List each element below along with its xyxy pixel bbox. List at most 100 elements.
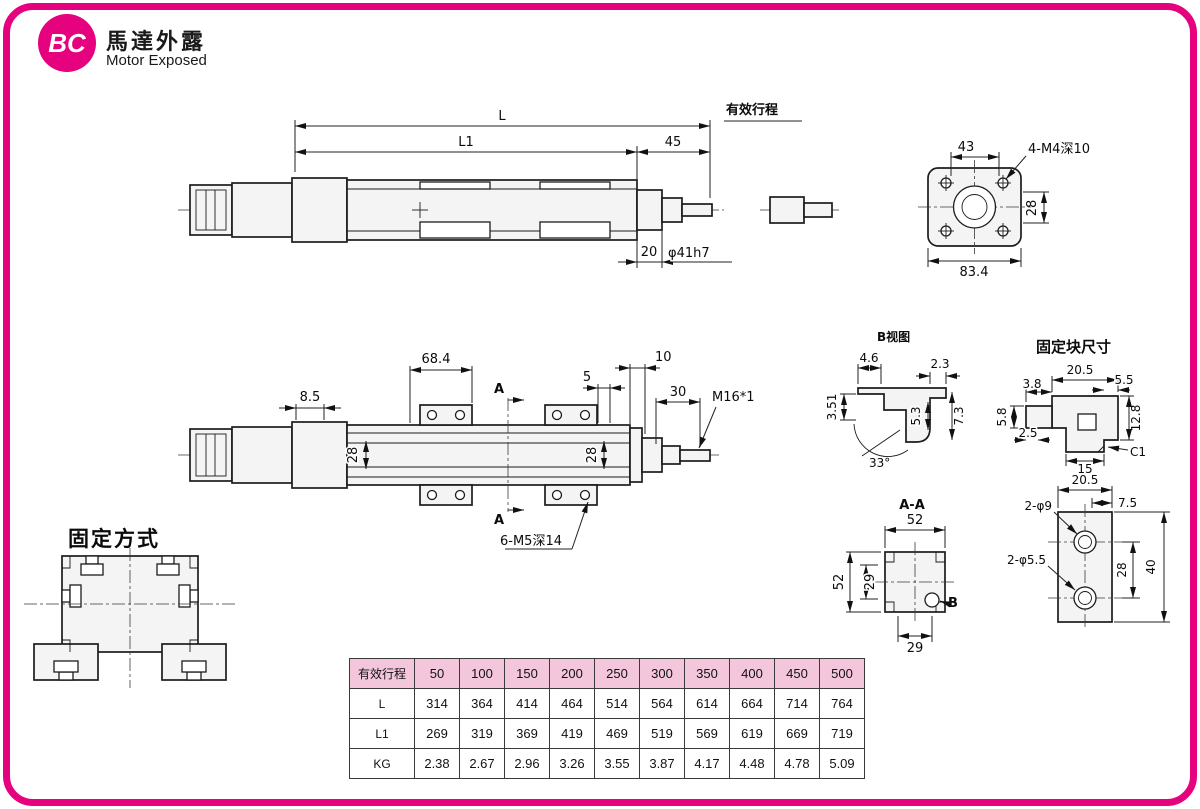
spec-cell: 2.67 [459, 748, 505, 779]
spec-cell: 464 [549, 688, 595, 719]
rail-body-top [346, 424, 631, 486]
spec-cell: 314 [414, 688, 460, 719]
title-chinese: 馬達外露 [106, 29, 207, 54]
spec-cell: 4.48 [729, 748, 775, 779]
spec-cell: 269 [414, 718, 460, 749]
fixing-block-title: 固定块尺寸 [1036, 338, 1111, 356]
dim-L1: L1 [458, 135, 474, 150]
label-c1: C1 [1130, 445, 1146, 459]
spec-cell: 4.17 [684, 748, 730, 779]
pilot-bore [952, 185, 997, 229]
stroke-label: 有效行程 [726, 102, 778, 118]
spec-cell: 614 [684, 688, 730, 719]
spec-cell: 619 [729, 718, 775, 749]
dim-83-4: 83.4 [960, 265, 989, 280]
spec-cell: 519 [639, 718, 685, 749]
spec-cell: 2.96 [504, 748, 550, 779]
section-aa-view: A-A B 52 52 29 29 [832, 498, 958, 656]
label-2-phi9: 2-φ9 [1024, 499, 1052, 513]
dim-5-3: 5.3 [909, 406, 923, 425]
spec-row-KG: KG 2.38 2.67 2.96 3.26 3.55 3.87 4.17 4.… [349, 748, 865, 779]
dim-2-3: 2.3 [930, 357, 949, 371]
dim-5: 5 [583, 370, 591, 385]
dim-43: 43 [958, 140, 975, 155]
dim-L: L [498, 109, 506, 124]
spec-row-label: KG [349, 748, 415, 779]
label-2-phi5-5: 2-φ5.5 [1007, 553, 1046, 567]
dim-4-6: 4.6 [859, 351, 878, 365]
dim-3-8: 3.8 [1022, 377, 1041, 391]
spec-cell: 319 [459, 718, 505, 749]
groove-profile [857, 387, 947, 443]
spec-header-cell: 400 [729, 658, 775, 689]
spec-cell: 414 [504, 688, 550, 719]
dim-68-4: 68.4 [422, 352, 451, 367]
dim-7-5: 7.5 [1118, 496, 1137, 510]
spec-cell: 3.87 [639, 748, 685, 779]
spec-cell: 714 [774, 688, 820, 719]
fixing-method-title: 固定方式 [68, 527, 160, 551]
spec-header-cell: 500 [819, 658, 865, 689]
label-6-m5: 6-M5深14 [500, 534, 562, 549]
dim-28-plate: 28 [1115, 562, 1129, 577]
spec-row-label: L1 [349, 718, 415, 749]
b-view-title: B视图 [877, 329, 910, 344]
label-b: B [948, 596, 958, 611]
fixing-block-views: 固定块尺寸 20.5 3.8 5.5 5.8 2.5 [995, 338, 1170, 630]
spec-cell: 469 [594, 718, 640, 749]
dim-2-5: 2.5 [1018, 426, 1037, 440]
spec-row-label: L [349, 688, 415, 719]
label-m16: M16*1 [712, 390, 755, 405]
piston-rod [681, 203, 713, 217]
spec-header-cell: 450 [774, 658, 820, 689]
dim-5-8: 5.8 [995, 407, 1009, 426]
dim-20-5-b: 20.5 [1072, 473, 1099, 487]
dim-phi41h7: φ41h7 [668, 246, 710, 261]
spec-header-cell: 300 [639, 658, 685, 689]
spec-cell: 3.55 [594, 748, 640, 779]
spec-cell: 514 [594, 688, 640, 719]
section-a-top: A [494, 382, 504, 397]
dim-40: 40 [1144, 559, 1158, 574]
actuator-top-view: A A 68.4 8.5 5 10 [178, 350, 755, 550]
bc-badge: BC [38, 14, 96, 72]
section-a-bottom: A [494, 513, 504, 528]
spec-cell: 364 [459, 688, 505, 719]
dim-52-top: 52 [907, 513, 924, 528]
dim-28-right: 28 [585, 447, 600, 464]
spec-cell: 569 [684, 718, 730, 749]
dim-12-8: 12.8 [1129, 405, 1143, 432]
dim-20-5-a: 20.5 [1067, 363, 1094, 377]
spec-cell: 5.09 [819, 748, 865, 779]
dim-10: 10 [655, 350, 672, 365]
spec-cell: 369 [504, 718, 550, 749]
dim-29-bottom: 29 [907, 641, 924, 656]
flange-end-view: 43 4-M4深10 28 83.4 [918, 140, 1090, 280]
spec-cell: 3.26 [549, 748, 595, 779]
fixing-method-view: 固定方式 [24, 527, 236, 688]
section-aa-title: A-A [899, 498, 925, 513]
spec-cell: 564 [639, 688, 685, 719]
dim-52-left: 52 [832, 574, 847, 591]
dim-20: 20 [641, 245, 658, 260]
detached-coupling [760, 196, 842, 224]
spec-cell: 2.38 [414, 748, 460, 779]
dim-5-5: 5.5 [1114, 373, 1133, 387]
actuator-side-view: L L1 45 有效行程 20 φ41h7 [178, 102, 842, 268]
spec-header-cell: 50 [414, 658, 460, 689]
threaded-rod [679, 449, 711, 462]
title-english: Motor Exposed [106, 52, 207, 69]
spec-cell: 719 [819, 718, 865, 749]
spec-header-row: 有效行程 50 100 150 200 250 300 350 400 450 … [349, 658, 865, 689]
spec-header-cell: 200 [549, 658, 595, 689]
b-detail-view: B视图 4.6 2.3 3.51 5.3 7.3 33° [825, 329, 966, 470]
spec-header-cell: 有效行程 [349, 658, 415, 689]
dim-29-left: 29 [863, 574, 878, 591]
dim-3-51: 3.51 [825, 394, 839, 421]
dim-8-5: 8.5 [300, 390, 321, 405]
left-bearing-block [291, 177, 348, 243]
spec-table: 有效行程 50 100 150 200 250 300 350 400 450 … [349, 658, 865, 779]
spec-header-cell: 250 [594, 658, 640, 689]
